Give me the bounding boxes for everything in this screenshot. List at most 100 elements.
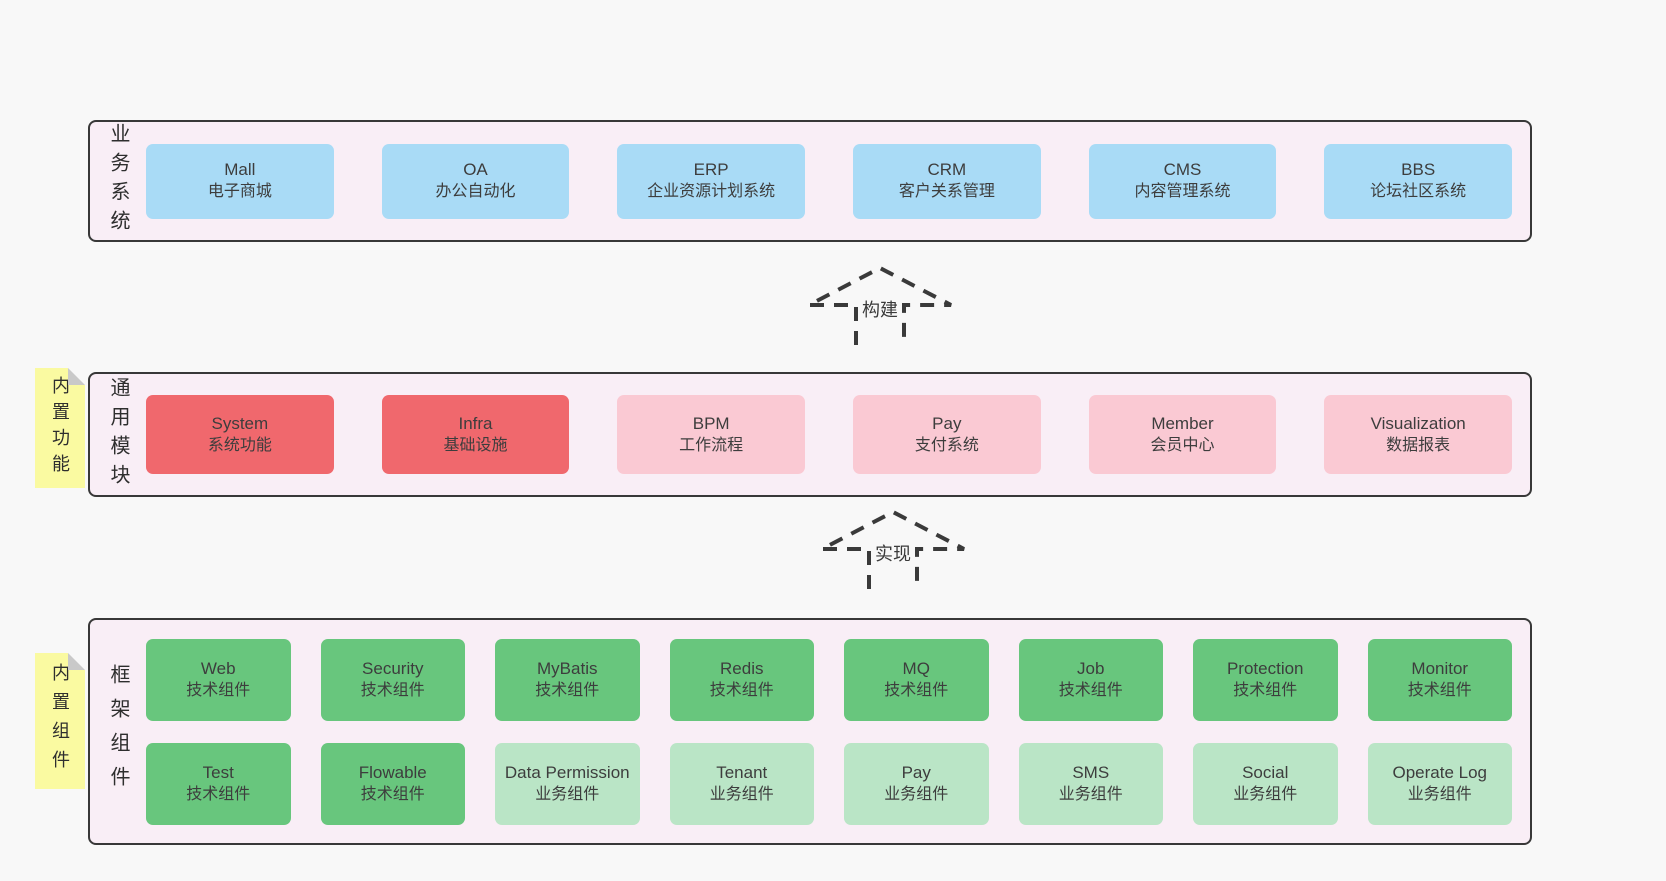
dashed-up-arrow-icon [808, 265, 952, 345]
implement-arrow-label: 实现 [872, 540, 914, 566]
layer-title-common-modules: 通用模块 [107, 376, 129, 493]
box-mall: Mall 电子商城 [146, 143, 334, 219]
build-arrow-label: 构建 [859, 296, 901, 322]
box-title: BBS [1401, 160, 1436, 180]
layer-framework-components: 框架组件 Web 技术组件 Security 技术组件 MyBatis 技术组件… [88, 618, 1532, 845]
box-subtitle: 支付系统 [914, 436, 979, 454]
box-visualization: Visualization 数据报表 [1324, 395, 1512, 474]
box-title: CRM [927, 160, 967, 180]
box-title: Protection [1226, 658, 1304, 678]
sticky-label-builtin-features: 内置功能 [50, 376, 70, 480]
box-pay-system: Pay 支付系统 [853, 395, 1041, 474]
box-pay-component: Pay 业务组件 [844, 742, 989, 825]
box-subtitle: 工作流程 [679, 436, 744, 454]
folded-corner-icon [68, 368, 85, 385]
components-box-grid: Web 技术组件 Security 技术组件 MyBatis 技术组件 Redi… [146, 638, 1512, 825]
folded-corner-icon [68, 653, 85, 670]
box-subtitle: 业务组件 [709, 785, 774, 803]
sticky-note-builtin-features: 内置功能 [35, 368, 85, 488]
box-title: Pay [932, 413, 962, 433]
box-job: Job 技术组件 [1018, 638, 1163, 721]
box-title: SMS [1072, 762, 1110, 782]
box-subtitle: 业务组件 [1233, 785, 1298, 803]
box-social: Social 业务组件 [1193, 742, 1338, 825]
box-crm: CRM 客户关系管理 [853, 143, 1041, 219]
dashed-up-arrow-icon [821, 509, 965, 589]
box-title: Monitor [1411, 658, 1469, 678]
layer-common-modules: 通用模块 System 系统功能 Infra 基础设施 BPM 工作流程 Pay… [88, 372, 1532, 497]
box-subtitle: 基础设施 [443, 436, 508, 454]
box-subtitle: 技术组件 [1058, 681, 1123, 699]
box-subtitle: 技术组件 [186, 681, 251, 699]
box-infra: Infra 基础设施 [381, 395, 570, 474]
box-bbs: BBS 论坛社区系统 [1324, 143, 1512, 219]
box-oa: OA 办公自动化 [381, 143, 570, 219]
box-redis: Redis 技术组件 [669, 638, 814, 721]
modules-box-grid: System 系统功能 Infra 基础设施 BPM 工作流程 Pay 支付系统… [146, 395, 1512, 474]
box-title: Mall [224, 160, 256, 180]
box-subtitle: 客户关系管理 [898, 183, 995, 201]
box-subtitle: 电子商城 [207, 183, 272, 201]
box-title: Web [200, 658, 236, 678]
box-sms: SMS 业务组件 [1018, 742, 1163, 825]
box-bpm: BPM 工作流程 [617, 395, 805, 474]
layer-title-business-systems: 业务系统 [107, 123, 129, 239]
box-title: Tenant [716, 762, 768, 782]
layer-business-systems: 业务系统 Mall 电子商城 OA 办公自动化 ERP 企业资源计划系统 CRM… [88, 120, 1532, 242]
box-subtitle: 论坛社区系统 [1370, 183, 1467, 201]
box-title: BPM [692, 413, 730, 433]
box-subtitle: 技术组件 [1233, 681, 1298, 699]
box-tenant: Tenant 业务组件 [669, 742, 814, 825]
box-subtitle: 业务组件 [1407, 785, 1472, 803]
layer-label-column: 框架组件 [90, 664, 146, 800]
box-title: Job [1077, 658, 1105, 678]
sticky-note-builtin-components: 内置组件 [35, 653, 85, 789]
box-title: Operate Log [1392, 762, 1487, 782]
box-system: System 系统功能 [146, 395, 334, 474]
box-member: Member 会员中心 [1088, 395, 1277, 474]
box-subtitle: 数据报表 [1386, 436, 1451, 454]
box-title: MQ [902, 658, 930, 678]
box-subtitle: 企业资源计划系统 [647, 183, 776, 201]
box-subtitle: 业务组件 [884, 785, 949, 803]
box-title: System [211, 413, 269, 433]
box-title: MyBatis [537, 658, 598, 678]
box-subtitle: 技术组件 [1407, 681, 1472, 699]
box-operate-log: Operate Log 业务组件 [1367, 742, 1512, 825]
box-subtitle: 内容管理系统 [1134, 183, 1231, 201]
box-title: OA [463, 160, 488, 180]
box-security: Security 技术组件 [320, 638, 465, 721]
box-cms: CMS 内容管理系统 [1088, 143, 1277, 219]
box-flowable: Flowable 技术组件 [320, 742, 465, 825]
box-subtitle: 技术组件 [709, 681, 774, 699]
box-erp: ERP 企业资源计划系统 [617, 143, 805, 219]
box-subtitle: 技术组件 [535, 681, 600, 699]
box-subtitle: 技术组件 [360, 681, 425, 699]
box-title: CMS [1163, 160, 1202, 180]
box-subtitle: 业务组件 [535, 785, 600, 803]
layer-title-framework-components: 框架组件 [107, 663, 129, 800]
box-title: Test [202, 762, 234, 782]
box-monitor: Monitor 技术组件 [1367, 638, 1512, 721]
implement-arrow: 实现 [818, 507, 968, 593]
box-title: Data Permission [504, 762, 630, 782]
box-subtitle: 技术组件 [360, 785, 425, 803]
layer-label-column: 通用模块 [90, 377, 146, 493]
layer-label-column: 业务系统 [90, 123, 146, 239]
box-title: Member [1151, 413, 1214, 433]
box-subtitle: 技术组件 [186, 785, 251, 803]
box-title: Pay [901, 762, 931, 782]
build-arrow: 构建 [805, 263, 955, 349]
box-title: ERP [693, 160, 729, 180]
box-title: Infra [458, 413, 493, 433]
box-subtitle: 办公自动化 [435, 183, 516, 201]
box-subtitle: 技术组件 [884, 681, 949, 699]
box-mybatis: MyBatis 技术组件 [495, 638, 640, 721]
sticky-label-builtin-components: 内置组件 [50, 663, 70, 779]
box-title: Social [1242, 762, 1289, 782]
box-title: Visualization [1370, 413, 1466, 433]
box-title: Security [362, 658, 424, 678]
box-mq: MQ 技术组件 [844, 638, 989, 721]
box-data-permission: Data Permission 业务组件 [495, 742, 640, 825]
box-protection: Protection 技术组件 [1193, 638, 1338, 721]
